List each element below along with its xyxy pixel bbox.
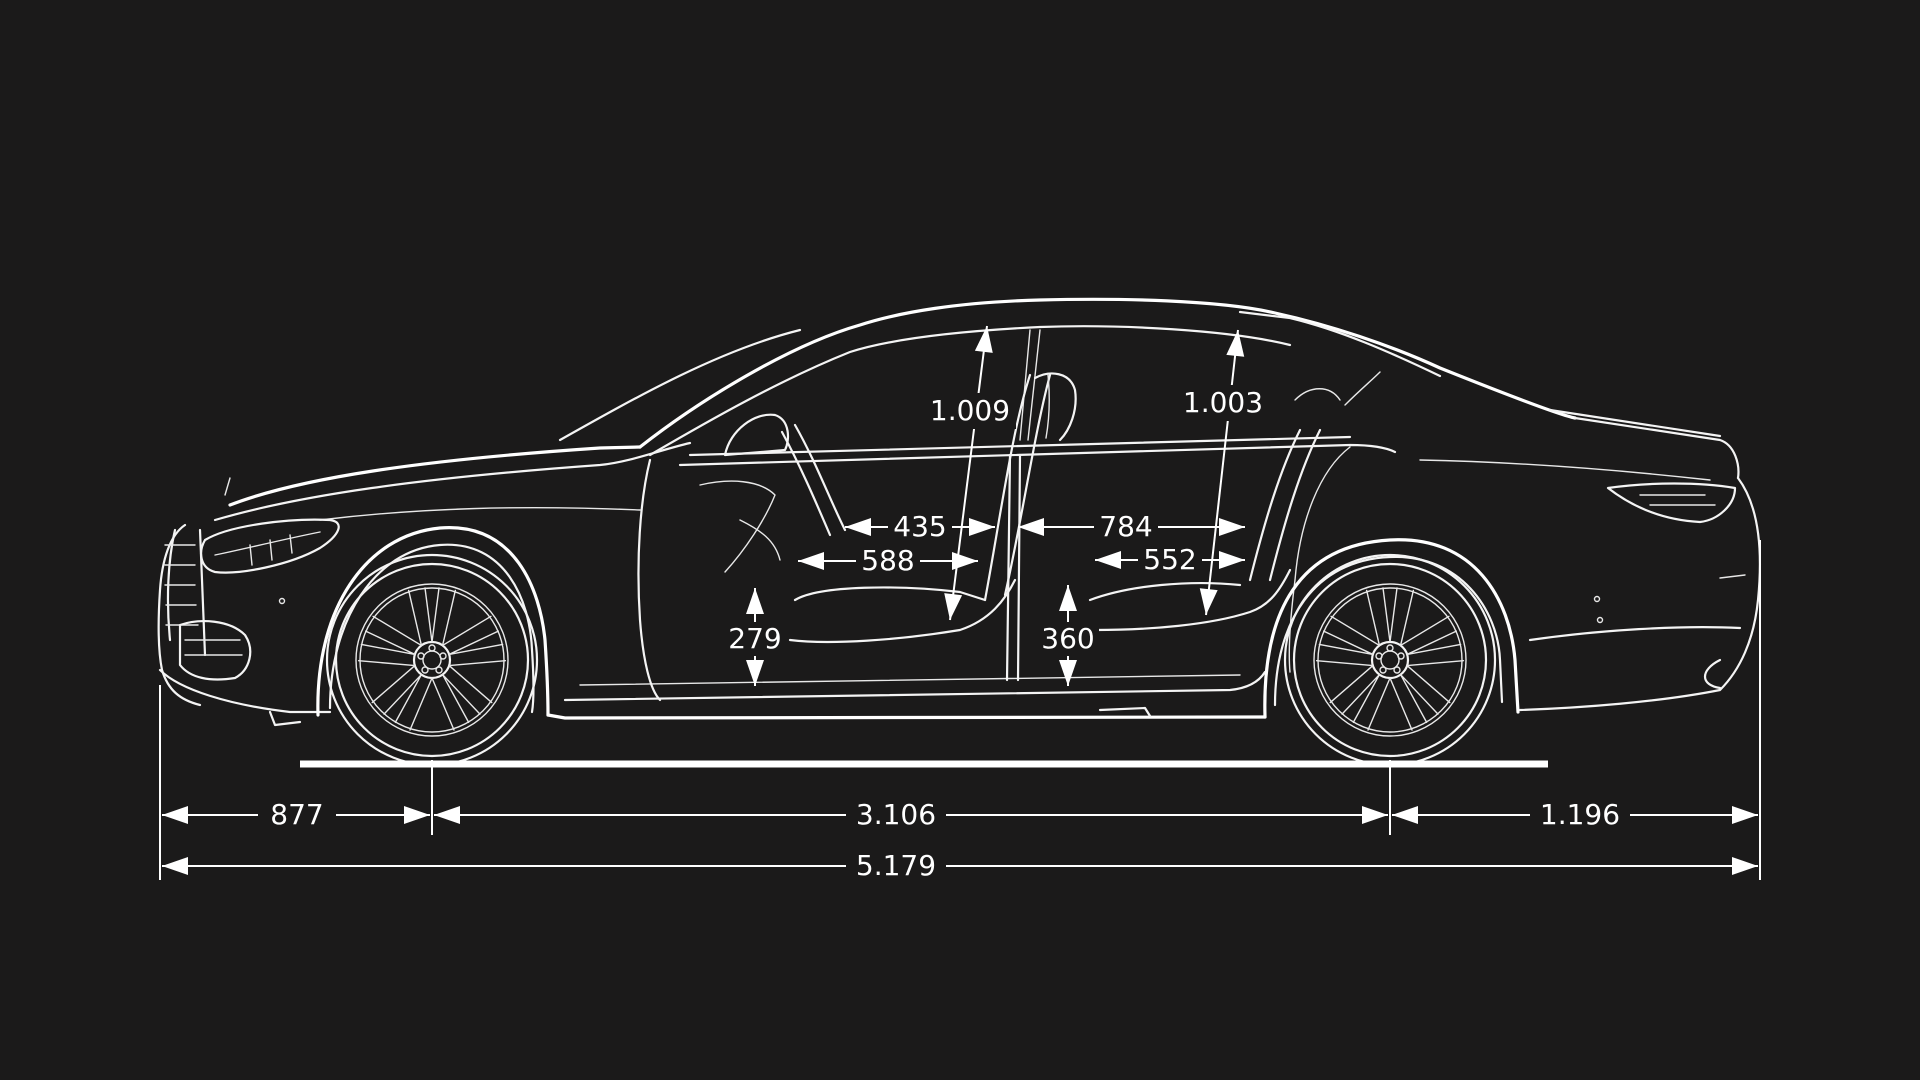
interior-outline (699, 372, 1341, 644)
dim-front-headroom: 1.009 (926, 324, 1016, 622)
exterior-dimensions: 877 3.106 1.196 5.179 (159, 540, 1761, 884)
dim-rear-headroom: 1.003 (1178, 329, 1268, 616)
label-rear-legroom-lower: 552 (1143, 543, 1196, 576)
dim-front-overhang: 877 (162, 797, 430, 833)
label-rear-headroom: 1.003 (1183, 386, 1263, 419)
label-rear-legroom-upper: 784 (1099, 510, 1152, 543)
dim-front-seat-height: 279 (724, 588, 786, 686)
dim-overall-length: 5.179 (162, 848, 1758, 884)
dim-front-seat-depth-lower: 588 (798, 544, 978, 578)
dim-front-seat-depth-upper: 435 (845, 510, 995, 544)
front-wheel (325, 553, 539, 767)
dim-rear-legroom-lower: 552 (1095, 543, 1245, 577)
label-wheelbase: 3.106 (856, 798, 936, 831)
label-front-overhang: 877 (270, 798, 323, 831)
label-front-headroom: 1.009 (930, 394, 1010, 427)
dim-wheelbase: 3.106 (434, 797, 1388, 833)
car-outline (157, 297, 1762, 727)
label-front-seat-depth-upper: 435 (893, 510, 946, 543)
dim-rear-overhang: 1.196 (1392, 797, 1758, 833)
label-front-seat-depth-lower: 588 (861, 544, 914, 577)
dim-rear-legroom-upper: 784 (1018, 510, 1245, 544)
label-overall-length: 5.179 (856, 849, 936, 882)
label-rear-seat-height: 360 (1041, 622, 1094, 655)
label-rear-overhang: 1.196 (1540, 798, 1620, 831)
rear-wheel (1283, 553, 1497, 767)
interior-dimensions: 1.009 1.003 435 588 (724, 324, 1268, 686)
dim-rear-seat-height: 360 (1037, 585, 1099, 686)
label-front-seat-height: 279 (728, 622, 781, 655)
